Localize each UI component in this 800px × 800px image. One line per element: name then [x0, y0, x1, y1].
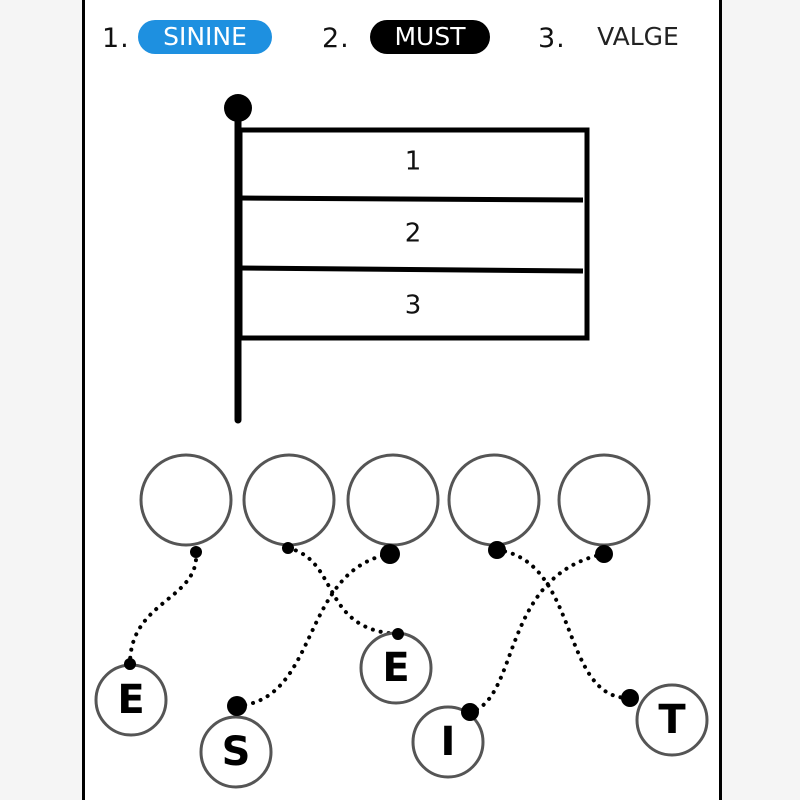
letter-2: S	[222, 729, 251, 775]
endpoint-letter-3	[392, 628, 404, 640]
endpoint-slot-3	[380, 544, 400, 564]
legend-number-1: 1.	[102, 23, 130, 54]
endpoint-slot-4	[488, 541, 506, 559]
endpoint-slot-5	[595, 545, 613, 563]
letter-3: E	[382, 645, 409, 691]
flag: 1 2 3	[224, 94, 590, 424]
flag-stripe-divider-1	[239, 195, 584, 203]
legend-label-white: VALGE	[588, 20, 688, 54]
letter-circle-4[interactable]	[411, 705, 485, 779]
answer-slot-3[interactable]	[346, 453, 440, 547]
endpoint-letter-4	[461, 703, 479, 721]
flag-pole-knob	[224, 94, 252, 122]
letter-5: T	[658, 697, 686, 743]
legend-label-blue: SININE	[138, 20, 272, 54]
letter-1: E	[117, 677, 144, 723]
answer-slots	[139, 453, 651, 547]
letter-circle-2[interactable]	[199, 715, 273, 789]
flag-stripe-label-2: 2	[405, 219, 422, 249]
endpoint-letter-2	[227, 696, 247, 716]
answer-slot-4[interactable]	[447, 453, 541, 547]
answer-slot-2[interactable]	[242, 453, 336, 547]
endpoint-letter-1	[124, 658, 136, 670]
connection-path-5	[468, 552, 606, 714]
endpoint-letter-5	[621, 689, 639, 707]
endpoint-slot-1	[190, 546, 202, 558]
letter-tiles: E S E I T	[94, 631, 709, 789]
flag-stripe-label-3: 3	[405, 291, 422, 321]
letter-4: I	[441, 719, 456, 765]
answer-slot-5[interactable]	[557, 453, 651, 547]
connection-path-4	[495, 548, 632, 701]
legend-number-3: 3.	[538, 23, 566, 54]
endpoint-slot-2	[282, 542, 294, 554]
connection-lines	[128, 546, 632, 714]
connection-path-2	[286, 546, 400, 636]
flag-body	[237, 127, 590, 341]
connection-endpoints	[124, 541, 639, 721]
connection-path-3	[235, 552, 392, 708]
flag-stripe-label-1: 1	[405, 147, 422, 177]
connection-path-1	[128, 550, 199, 666]
answer-slot-1[interactable]	[139, 453, 233, 547]
flag-stripe-divider-2	[239, 265, 584, 274]
legend-number-2: 2.	[322, 23, 350, 54]
letter-circle-5[interactable]	[635, 683, 709, 757]
legend-label-black: MUST	[370, 20, 490, 54]
